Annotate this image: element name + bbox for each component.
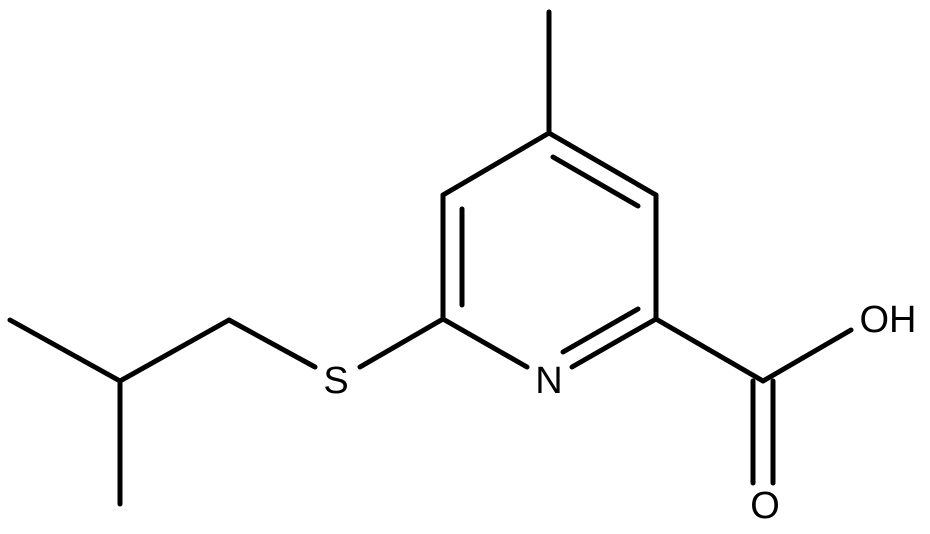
bond-c4-c3-inner — [550, 154, 641, 209]
atom-nitrogen: N — [535, 360, 562, 402]
bond-ch-ch3-left — [7, 317, 123, 384]
atom-sulfur: S — [323, 360, 348, 402]
bond-c2-carboxyl — [653, 316, 766, 384]
bond-c2-n-inner — [560, 306, 641, 355]
bond-c4-c3 — [546, 130, 659, 198]
bond-ch2-ch — [117, 317, 232, 384]
bond-c6-s — [357, 316, 446, 370]
bond-s-ch2 — [226, 317, 318, 370]
atom-hydroxyl: OH — [860, 299, 917, 341]
atom-carbonyl-oxygen: O — [750, 485, 780, 527]
bond-c5-c4 — [440, 130, 552, 198]
bond-carboxyl-oh — [760, 327, 854, 384]
bond-n-c6 — [440, 316, 530, 370]
bond-c2-n — [569, 316, 659, 370]
